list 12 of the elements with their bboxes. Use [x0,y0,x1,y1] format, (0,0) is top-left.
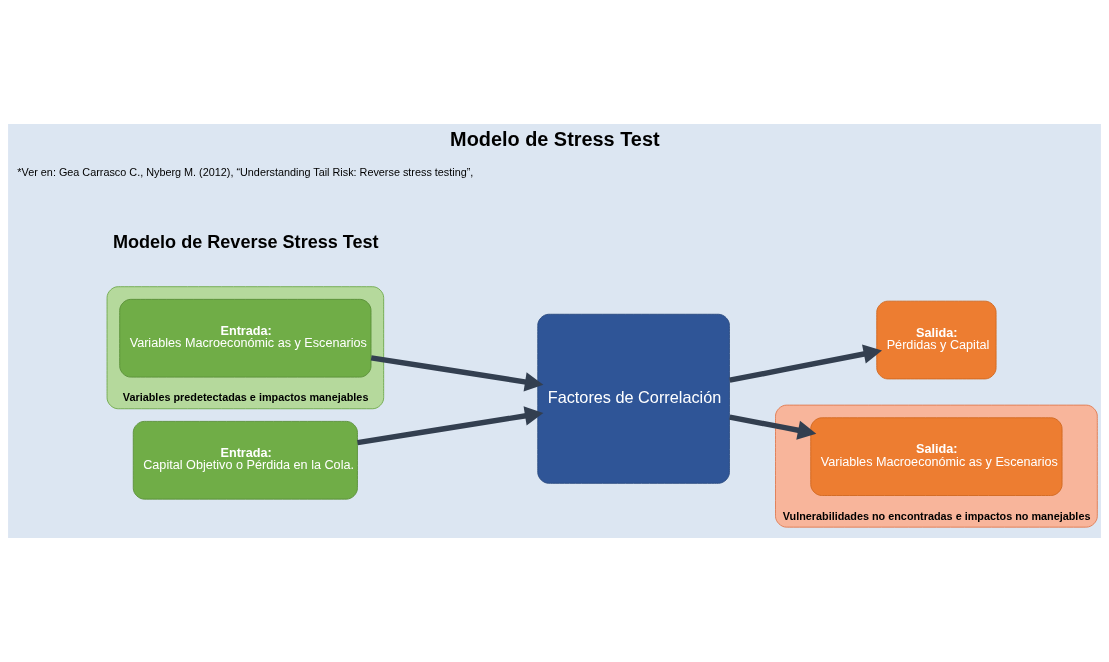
arrow [370,355,544,392]
label: Modelo de Reverse Stress Test [112,231,379,252]
arrow [729,414,817,440]
arrow [357,406,544,446]
node-box: Entrada: Capital Objetivo o Pérdida en la Cola. [132,420,358,500]
node-box: Entrada: Variables Macroeconómic as y Escenarios [119,298,372,378]
node-box: Salida: Pérdidas y Capital [876,300,997,380]
node-box: Salida: Variables Macroeconómic as y Escenarios [810,417,1063,496]
arrow [729,344,883,383]
caption: *Ver en: Gea Carrasco C., Nyberg M. (2012), “Understanding Tail Risk: Reverse stress testing”, [17,165,474,178]
diagram-title: Modelo de Stress Test [450,128,660,151]
node-box: Factores de Correlación [537,313,730,484]
